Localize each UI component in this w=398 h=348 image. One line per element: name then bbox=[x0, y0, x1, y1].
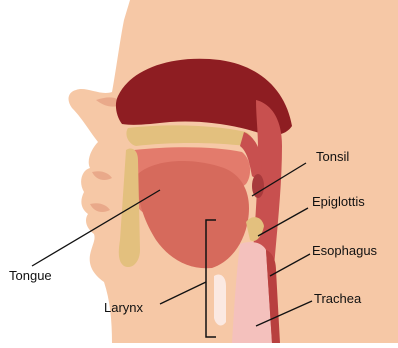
label-larynx: Larynx bbox=[104, 301, 143, 314]
label-tongue: Tongue bbox=[9, 269, 52, 282]
label-tonsil: Tonsil bbox=[316, 150, 349, 163]
larynx-cartilage bbox=[214, 274, 226, 325]
label-trachea: Trachea bbox=[314, 292, 361, 305]
label-esophagus: Esophagus bbox=[312, 244, 377, 257]
label-epiglottis: Epiglottis bbox=[312, 195, 365, 208]
